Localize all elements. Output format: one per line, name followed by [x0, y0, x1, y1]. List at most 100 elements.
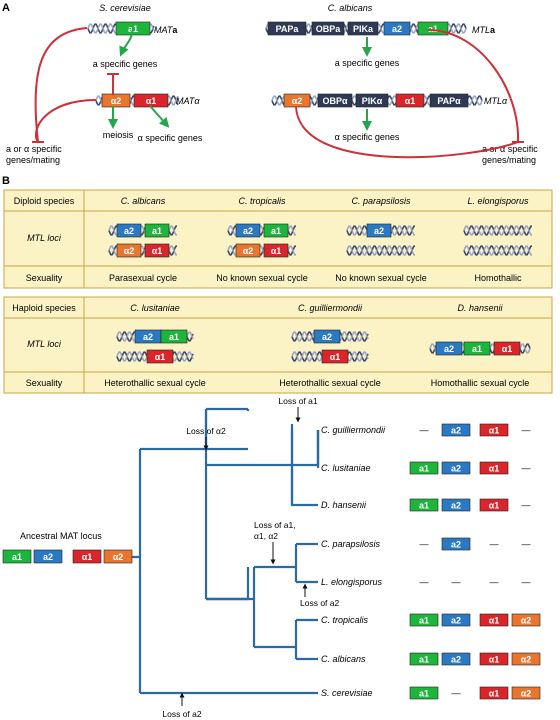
gene-label: α1 [489, 615, 500, 625]
gene-label: α1 [271, 246, 282, 256]
taxon-gene-box: α1 [479, 498, 509, 512]
calb-mating-label-2: genes/mating [482, 155, 536, 165]
loss-label-a1-top: Loss of a1 [278, 396, 317, 406]
taxon-gene-box: a2 [441, 498, 471, 512]
panel-label-b: B [2, 175, 10, 187]
gene-label: a1 [169, 332, 179, 342]
diploid-species-name: C. albicans [121, 196, 166, 206]
dna-helix [463, 225, 532, 236]
mtl-locus [463, 245, 532, 256]
haploid-sexuality-label: Sexuality [26, 378, 63, 388]
gene-label: α2 [521, 654, 532, 664]
absent-gene-dash: — [452, 688, 461, 698]
taxon-name: C. lusitaniae [321, 463, 371, 473]
gene-box: a1 [160, 329, 188, 344]
mtl-locus: a2 a1 [116, 329, 194, 344]
gene-box: α1 [263, 243, 289, 258]
gene-label: α2 [124, 246, 135, 256]
taxon-gene-box: α2 [511, 686, 541, 700]
gene-label: PIKα [362, 96, 383, 106]
taxon-gene-box: a2 [441, 613, 471, 627]
taxon-gene-box: α1 [479, 613, 509, 627]
alpha2-gene-box: α2 [101, 93, 131, 108]
gene-box: α1 [146, 349, 174, 364]
gene-label: a2 [322, 332, 332, 342]
mtl-locus: a2 a1 [108, 223, 177, 238]
taxon-name: L. elongisporus [321, 577, 383, 587]
alpha1-gene-box: α1 [395, 93, 425, 108]
gene-label: a1 [472, 344, 482, 354]
scer-mata-locus: a1 [87, 21, 155, 36]
gene-label: a1 [428, 24, 438, 34]
gene-box: α2 [235, 243, 261, 258]
dna-helix [463, 245, 532, 256]
gene-label: α1 [489, 425, 500, 435]
gene-label: a2 [124, 226, 134, 236]
taxon-name: C. parapsilosis [321, 539, 381, 549]
gene-label: a1 [152, 226, 162, 236]
gene-label: a2 [451, 539, 461, 549]
gene-label: a2 [451, 654, 461, 664]
taxon-gene-box: a1 [409, 461, 439, 475]
diploid-table: Diploid species MTL loci Sexuality C. al… [3, 189, 553, 289]
gene-label: α1 [155, 352, 166, 362]
papa-gene-box: PAPa [267, 21, 307, 36]
gene-label: OBPα [322, 96, 348, 106]
gene-label: a2 [143, 332, 153, 342]
gene-label: PIKa [353, 24, 374, 34]
diploid-sexuality-value: Homothallic [474, 273, 522, 283]
mtl-locus: a2 [346, 223, 415, 238]
gene-label: α2 [113, 552, 124, 562]
absent-gene-dash: — [420, 539, 429, 549]
scer-mating-label-2: genes/mating [6, 155, 60, 165]
gene-box: a2 [366, 223, 392, 238]
ancestral-gene-box: α2 [103, 549, 133, 564]
absent-gene-dash: — [522, 463, 531, 473]
gene-label: α1 [502, 344, 513, 354]
scer-mating-label: a or α specific [6, 144, 62, 154]
calb-mating-label: a or α specific [482, 144, 538, 154]
taxon-gene-box: α1 [479, 461, 509, 475]
taxon-name: C. tropicalis [321, 615, 369, 625]
gene-label: α1 [146, 96, 157, 106]
panel-a-regulation-lines [32, 25, 524, 159]
papalpha-gene-box: PAPα [429, 93, 469, 108]
gene-box: α1 [321, 349, 349, 364]
taxon-gene-box: a2 [441, 461, 471, 475]
loss-label-para-2: α1, α2 [254, 531, 278, 541]
diploid-species-name: C. tropicalis [238, 196, 286, 206]
pika-gene-box: PIKa [347, 21, 379, 36]
taxon-gene-box: a1 [409, 613, 439, 627]
gene-label: a2 [451, 463, 461, 473]
gene-box: a1 [263, 223, 289, 238]
loss-label-a2-top: Loss of α2 [186, 426, 226, 436]
gene-box: a1 [463, 341, 491, 356]
mtl-locus: a2 a1 [227, 223, 296, 238]
diploid-sexuality-value: Parasexual cycle [109, 273, 177, 283]
ancestral-gene-box: α1 [72, 549, 102, 564]
gene-label: α2 [243, 246, 254, 256]
calb-alpha-specific-genes: α specific genes [335, 132, 400, 142]
loss-label-bottom: Loss of a2 [162, 709, 201, 719]
gene-label: a2 [374, 226, 384, 236]
diploid-sexuality-value: No known sexual cycle [335, 273, 427, 283]
calb-a-specific-genes: a specific genes [335, 58, 400, 68]
gene-box: a2 [134, 329, 162, 344]
ancestral-locus-label: Ancestral MAT locus [20, 531, 102, 541]
gene-label: a2 [243, 226, 253, 236]
haploid-species-name: C. guilliermondii [298, 303, 363, 313]
mtl-locus: α1 [291, 349, 369, 364]
gene-label: OBPa [316, 24, 342, 34]
absent-gene-dash: — [452, 577, 461, 587]
gene-label: α1 [489, 463, 500, 473]
obpa-gene-box: OBPa [311, 21, 345, 36]
haploid-sexuality-value: Homothallic sexual cycle [431, 378, 530, 388]
diploid-header: Diploid species [14, 196, 75, 206]
diploid-species-name: C. parapsilosis [351, 196, 411, 206]
gene-label: a1 [271, 226, 281, 236]
gene-label: α1 [330, 352, 341, 362]
dna-helix [346, 245, 415, 256]
gene-label: α2 [521, 615, 532, 625]
taxon-gene-box: a1 [409, 652, 439, 666]
